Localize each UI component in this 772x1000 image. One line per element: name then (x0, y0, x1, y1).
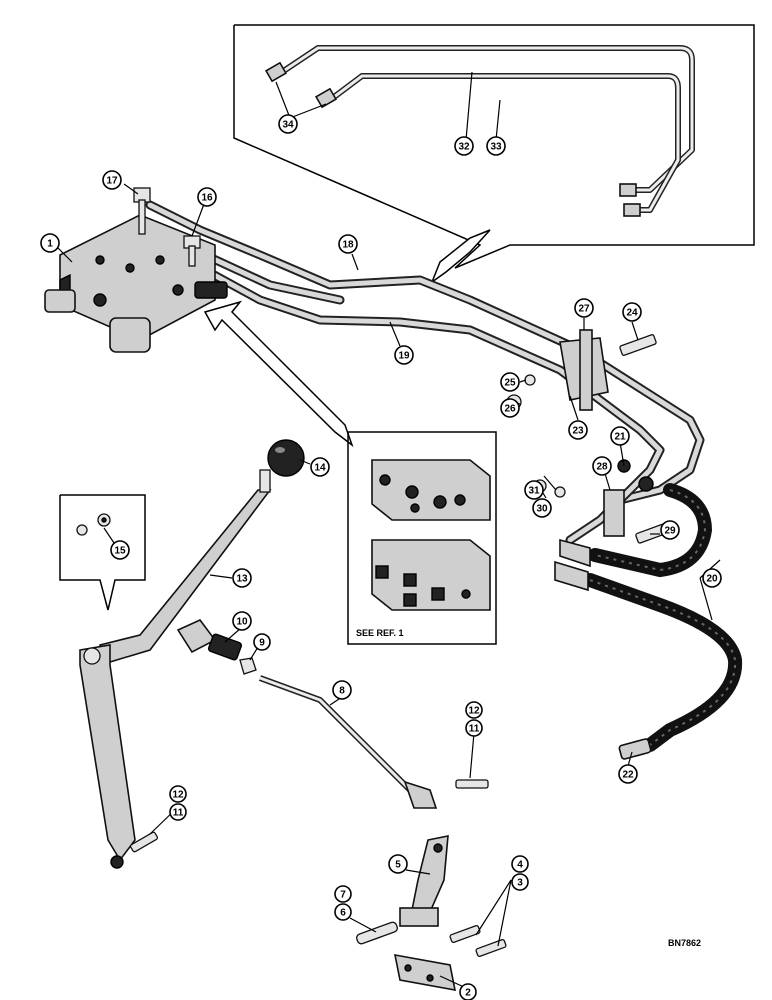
svg-text:11: 11 (173, 808, 184, 819)
callout-12-rod: 12 (465, 701, 483, 719)
callout-34: 34 (278, 114, 298, 134)
hydraulic-tubes (145, 200, 705, 545)
svg-text:20: 20 (706, 574, 718, 585)
svg-text:14: 14 (314, 463, 326, 474)
callout-11-rod: 11 (465, 719, 483, 737)
svg-text:30: 30 (536, 504, 548, 515)
callout-10: 10 (232, 611, 252, 631)
svg-text:21: 21 (614, 432, 626, 443)
callout-30: 30 (532, 498, 552, 518)
svg-text:7: 7 (340, 890, 346, 901)
callout-7: 7 (334, 885, 352, 903)
callout-6: 6 (334, 903, 352, 921)
svg-text:23: 23 (572, 426, 584, 437)
part-callouts: 1 2 3 4 5 6 7 8 9 10 11 12 11 12 13 14 1… (40, 114, 722, 1000)
svg-text:26: 26 (504, 404, 516, 415)
callout-24: 24 (622, 302, 642, 322)
port-pointer-arrow (203, 300, 354, 448)
callout-20: 20 (702, 568, 722, 588)
callout-32: 32 (454, 136, 474, 156)
callout-29: 29 (660, 520, 680, 540)
callout-22: 22 (618, 764, 638, 784)
callout-19: 19 (394, 345, 414, 365)
lever-bracket (356, 835, 507, 991)
valve-fittings (133, 187, 201, 267)
callout-15: 15 (110, 540, 130, 560)
svg-text:18: 18 (342, 240, 354, 251)
callout-26: 26 (500, 398, 520, 418)
svg-text:11: 11 (469, 724, 480, 735)
svg-text:22: 22 (622, 770, 634, 781)
callout-25: 25 (500, 372, 520, 392)
svg-text:17: 17 (106, 176, 118, 187)
callout-11-lever: 11 (169, 803, 187, 821)
inset-caption: SEE REF. 1 (356, 628, 404, 638)
callout-13: 13 (232, 568, 252, 588)
callout-12-lever: 12 (169, 785, 187, 803)
lever-knob (267, 439, 305, 477)
svg-text:1: 1 (47, 239, 53, 250)
svg-text:31: 31 (528, 486, 540, 497)
callout-23: 23 (568, 420, 588, 440)
svg-text:34: 34 (282, 120, 294, 131)
svg-text:10: 10 (236, 617, 248, 628)
drawing-code: BN7862 (668, 938, 701, 948)
svg-text:32: 32 (458, 142, 470, 153)
svg-text:12: 12 (468, 706, 480, 717)
callout-14: 14 (310, 457, 330, 477)
callout-4: 4 (511, 855, 529, 873)
svg-text:25: 25 (504, 378, 516, 389)
callout-5: 5 (388, 854, 408, 874)
svg-text:6: 6 (340, 908, 346, 919)
tube-clamp-upper (506, 329, 657, 411)
svg-text:8: 8 (339, 686, 345, 697)
svg-text:27: 27 (578, 304, 590, 315)
callout-2: 2 (459, 983, 477, 1000)
hydraulic-hoses (554, 459, 743, 760)
svg-text:4: 4 (517, 860, 523, 871)
callout-28: 28 (592, 456, 612, 476)
callout-1: 1 (40, 233, 60, 253)
svg-text:16: 16 (201, 193, 213, 204)
control-valve (44, 214, 228, 353)
svg-text:13: 13 (236, 574, 248, 585)
callout-9: 9 (253, 633, 271, 651)
callout-17: 17 (102, 170, 122, 190)
svg-text:9: 9 (259, 638, 265, 649)
control-lever (79, 439, 305, 869)
svg-text:28: 28 (596, 462, 608, 473)
svg-text:19: 19 (398, 351, 410, 362)
callout-8: 8 (332, 680, 352, 700)
callout-27: 27 (574, 298, 594, 318)
svg-text:15: 15 (114, 546, 126, 557)
svg-text:2: 2 (465, 988, 471, 999)
svg-text:24: 24 (626, 308, 638, 319)
port-detail-inset: SEE REF. 1 (347, 431, 497, 645)
tube-detail-inset (233, 24, 755, 269)
inset-pointer-arrow (430, 229, 491, 285)
svg-text:12: 12 (172, 790, 184, 801)
svg-text:29: 29 (664, 526, 676, 537)
callout-3: 3 (511, 873, 529, 891)
linkage-rod (129, 619, 489, 853)
callout-16: 16 (197, 187, 217, 207)
screw-detail-inset (59, 494, 146, 611)
svg-text:33: 33 (490, 142, 502, 153)
callout-18: 18 (338, 234, 358, 254)
callout-33: 33 (486, 136, 506, 156)
svg-text:5: 5 (395, 860, 401, 871)
callout-21: 21 (610, 426, 630, 446)
svg-text:3: 3 (517, 878, 523, 889)
callout-31: 31 (524, 480, 544, 500)
